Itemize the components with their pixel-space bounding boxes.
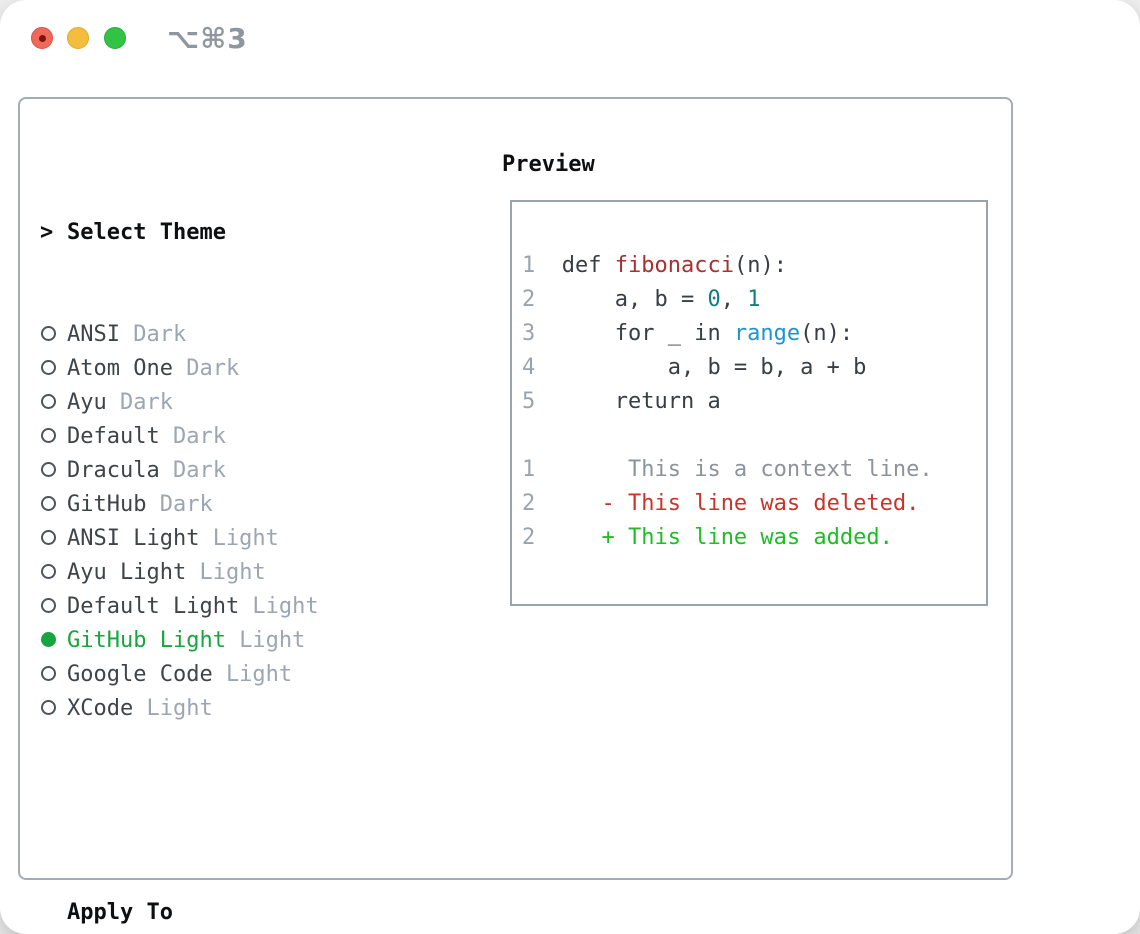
theme-variant-tag: Light: [199, 560, 266, 585]
code-segment-ctx: This is a context line.: [561, 457, 933, 482]
code-segment-ln: 4: [522, 355, 562, 380]
code-segment-ln: 1: [522, 457, 562, 482]
theme-option-ayu[interactable]: Ayu Dark: [40, 386, 480, 420]
title-bar: ⌥⌘3: [0, 0, 1140, 97]
theme-variant-tag: Light: [212, 526, 279, 551]
theme-option-xcode[interactable]: XCode Light: [40, 692, 480, 726]
radio-icon: [41, 700, 56, 715]
theme-name: Default Light: [67, 594, 240, 619]
spacer: [40, 794, 480, 828]
select-theme-label: Select Theme: [67, 220, 226, 245]
theme-option-atom-one[interactable]: Atom One Dark: [40, 352, 480, 386]
theme-variant-tag: Dark: [119, 390, 173, 415]
theme-name: GitHub Light: [67, 628, 226, 653]
theme-name: Google Code: [67, 662, 213, 687]
code-segment-func: fibonacci: [614, 253, 734, 278]
close-dot-icon: [38, 34, 46, 42]
code-segment-plain: (n):: [800, 321, 854, 346]
code-segment-num: 0: [707, 287, 721, 312]
code-segment-ln: 1: [522, 253, 562, 278]
theme-variant-tag: Dark: [186, 356, 240, 381]
theme-option-github-light[interactable]: GitHub Light Light: [40, 624, 480, 658]
code-segment-ln: 5: [522, 389, 562, 414]
code-segment-num: 1: [747, 287, 761, 312]
theme-option-google-code[interactable]: Google Code Light: [40, 658, 480, 692]
code-segment-ln: 2: [522, 491, 562, 516]
minimize-button[interactable]: [67, 27, 89, 49]
theme-name: GitHub: [67, 492, 147, 517]
theme-variant-tag: Light: [252, 594, 319, 619]
apply-to-header: Apply To: [40, 896, 480, 930]
preview-line: 1 This is a context line.: [522, 453, 976, 487]
theme-variant-tag: Light: [239, 628, 306, 653]
select-theme-header: > Select Theme: [40, 216, 480, 250]
radio-icon: [41, 428, 56, 443]
theme-name: ANSI Light: [67, 526, 200, 551]
preview-line: 4 a, b = b, a + b: [522, 351, 976, 385]
radio-selected-icon: [41, 632, 56, 647]
zoom-button[interactable]: [104, 27, 126, 49]
theme-variant-tag: Dark: [172, 458, 226, 483]
theme-variant-tag: Dark: [172, 424, 226, 449]
code-segment-plain: a, b =: [561, 287, 708, 312]
preview-column: Preview 1 def fibonacci(n):2 a, b = 0, 1…: [502, 148, 988, 606]
theme-name: ANSI: [67, 322, 120, 347]
code-segment-plain: (n):: [733, 253, 787, 278]
code-segment-plain: a, b = b, a + b: [561, 355, 867, 380]
theme-name: Atom One: [67, 356, 173, 381]
theme-option-ayu-light[interactable]: Ayu Light Light: [40, 556, 480, 590]
code-segment-add: + This line was added.: [561, 525, 893, 550]
preview-line: 5 return a: [522, 385, 976, 419]
code-segment-builtin: range: [733, 321, 801, 346]
radio-icon: [41, 462, 56, 477]
radio-icon: [41, 326, 56, 341]
preview-line: 1 def fibonacci(n):: [522, 249, 976, 283]
theme-option-dracula[interactable]: Dracula Dark: [40, 454, 480, 488]
preview-line: [522, 419, 976, 453]
theme-name: Dracula: [67, 458, 160, 483]
preview-line: 2 - This line was deleted.: [522, 487, 976, 521]
theme-option-default[interactable]: Default Dark: [40, 420, 480, 454]
theme-name: Ayu Light: [67, 560, 187, 585]
code-segment-ln: 2: [522, 287, 562, 312]
code-segment-plain: for _ in: [561, 321, 734, 346]
radio-icon: [41, 530, 56, 545]
radio-icon: [41, 666, 56, 681]
theme-name: Ayu: [67, 390, 107, 415]
theme-variant-tag: Dark: [159, 492, 213, 517]
theme-name: XCode: [67, 696, 134, 721]
preview-title: Preview: [502, 152, 595, 177]
theme-option-github[interactable]: GitHub Dark: [40, 488, 480, 522]
preview-line: 2 + This line was added.: [522, 521, 976, 555]
radio-icon: [41, 598, 56, 613]
code-segment-ln: 3: [522, 321, 562, 346]
theme-variant-tag: Light: [225, 662, 293, 687]
cursor-caret-icon: >: [40, 220, 54, 245]
preview-line: 2 a, b = 0, 1: [522, 283, 976, 317]
theme-option-ansi-light[interactable]: ANSI Light Light: [40, 522, 480, 556]
code-segment-plain: def: [561, 253, 615, 278]
radio-icon: [41, 564, 56, 579]
theme-option-default-light[interactable]: Default Light Light: [40, 590, 480, 624]
radio-icon: [41, 394, 56, 409]
theme-variant-tag: Light: [146, 696, 213, 721]
code-segment-plain: return a: [561, 389, 721, 414]
theme-variant-tag: Dark: [133, 322, 187, 347]
close-button[interactable]: [31, 27, 53, 49]
preview-line: 3 for _ in range(n):: [522, 317, 976, 351]
window-title: ⌥⌘3: [167, 22, 248, 55]
apply-to-label: Apply To: [67, 900, 173, 925]
code-segment-del: - This line was deleted.: [561, 491, 920, 516]
theme-option-ansi[interactable]: ANSI Dark: [40, 318, 480, 352]
code-segment-ln: 2: [522, 525, 562, 550]
code-segment-plain: ,: [720, 287, 748, 312]
theme-name: Default: [67, 424, 160, 449]
radio-icon: [41, 360, 56, 375]
radio-icon: [41, 496, 56, 511]
